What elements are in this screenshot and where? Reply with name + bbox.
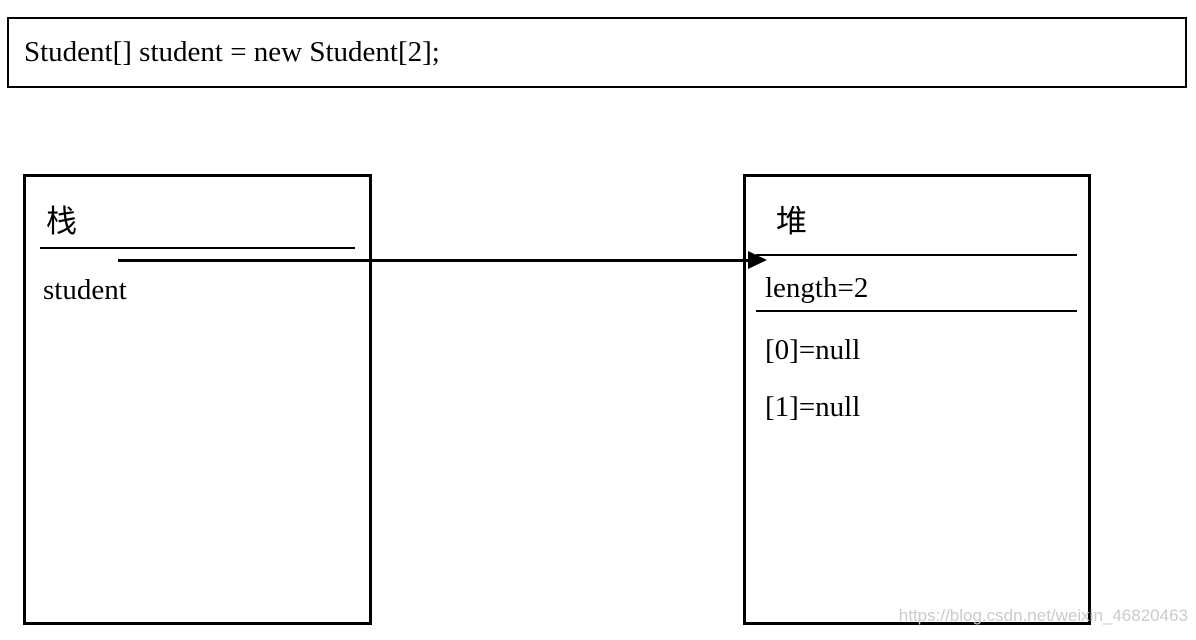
heap-box: 堆 length=2 [0]=null [1]=null xyxy=(743,174,1091,625)
heap-title-underline xyxy=(756,254,1077,256)
reference-arrow-head-icon xyxy=(748,251,767,269)
code-box: Student[] student = new Student[2]; xyxy=(7,17,1187,88)
stack-title: 栈 xyxy=(46,204,77,239)
heap-title: 堆 xyxy=(776,204,807,239)
stack-box: 栈 student xyxy=(23,174,372,625)
code-statement: Student[] student = new Student[2]; xyxy=(24,36,440,68)
stack-variable-label: student xyxy=(43,274,127,306)
stack-title-underline xyxy=(40,247,355,249)
heap-element-1: [1]=null xyxy=(765,391,861,423)
watermark-url: https://blog.csdn.net/weixin_46820463 xyxy=(898,606,1188,625)
heap-length-underline xyxy=(756,310,1077,312)
heap-length-label: length=2 xyxy=(765,272,869,304)
heap-element-0: [0]=null xyxy=(765,334,861,366)
reference-arrow-line xyxy=(118,259,750,262)
